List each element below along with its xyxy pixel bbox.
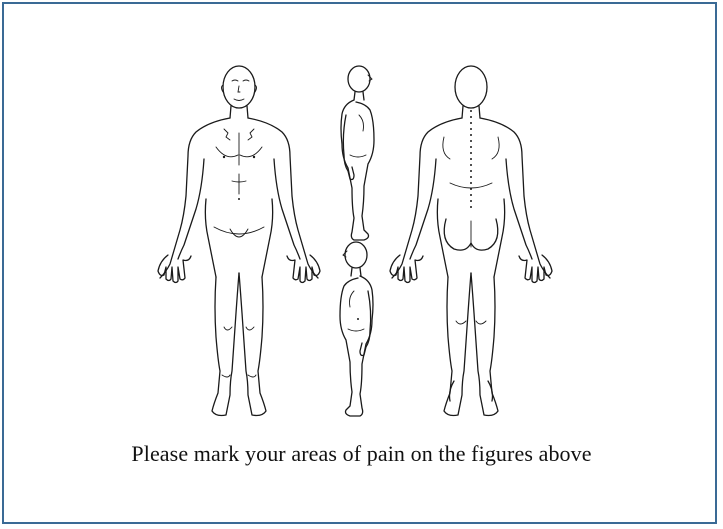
- side-figure-right[interactable]: [341, 66, 374, 240]
- back-figure[interactable]: [390, 66, 552, 416]
- body-diagram[interactable]: [144, 59, 584, 419]
- front-figure[interactable]: [158, 66, 320, 416]
- spine-dots: [470, 110, 472, 208]
- pain-instruction-caption: Please mark your areas of pain on the fi…: [4, 441, 719, 467]
- side-figure-left[interactable]: [340, 242, 373, 416]
- body-figures[interactable]: [144, 59, 584, 419]
- pain-diagram-frame: Please mark your areas of pain on the fi…: [2, 2, 717, 524]
